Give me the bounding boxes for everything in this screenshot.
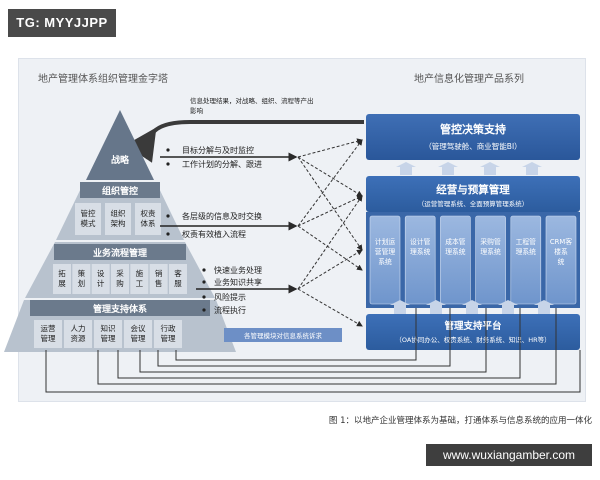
support-item-box [34, 320, 62, 348]
up-arrow-icon [498, 300, 518, 314]
process-item-label: 设计 [97, 268, 105, 288]
module-label: 计划运营管理系统 [375, 237, 396, 266]
process-item-label: 销售 [155, 268, 163, 288]
module-box [475, 215, 506, 305]
module-note: 各管理模块对信息系统诉求 [244, 331, 323, 340]
platform-box [366, 314, 580, 350]
figure-caption: 图 1：以地产企业管理体系为基础，打通体系与信息系统的应用一体化 [328, 416, 592, 426]
org-item-label: 组织架构 [111, 208, 126, 228]
up-arrow-icon [396, 162, 416, 175]
org-item-label: 权责体系 [141, 208, 156, 228]
support-item-label: 运营管理 [41, 323, 56, 343]
support-item-box [64, 320, 92, 348]
support-item-label: 会议管理 [131, 323, 146, 343]
tag-label: TG: MYYJJPP [8, 9, 116, 37]
process-item-label: 施工 [136, 268, 144, 288]
support-item-box [154, 320, 182, 348]
pyramid-process-label: 业务流程管理 [93, 247, 147, 259]
platform-sub: （OA协同办公、权责系统、财务系统、知识、HR等） [395, 335, 550, 344]
process-item-box [91, 264, 110, 294]
module-note-box [224, 328, 342, 342]
org-item-label: 管控模式 [81, 208, 96, 228]
note-3-3: 风险提示 [214, 292, 246, 302]
note-2-2: 权责有效植入流程 [182, 229, 246, 239]
module-label: 设计管理系统 [410, 237, 431, 256]
pyramid-org-label: 组织管控 [102, 185, 138, 197]
up-arrow-icon [480, 162, 500, 175]
decision-box [366, 114, 580, 160]
module-label: 采购管理系统 [480, 237, 501, 256]
process-item-label: 客服 [174, 268, 182, 288]
pyramid-strategy-tier [86, 110, 154, 180]
up-arrow-icon [522, 162, 542, 175]
platform-title: 管理支持平台 [444, 320, 502, 332]
bottom-connectors [45, 308, 581, 393]
pyramid-strategy-label: 战略 [111, 154, 130, 166]
watermark: www.wuxiangamber.com [426, 444, 592, 466]
support-item-label: 人力资源 [71, 323, 86, 343]
up-arrow-icon [426, 300, 446, 314]
middle-notes: 目标分解与及时监控 工作计划的分解、跟进 各层级的信息及时交换 权责有效植入流程… [160, 145, 342, 342]
ops-title: 经营与预算管理 [436, 183, 510, 196]
up-arrow-icon [390, 300, 410, 314]
note-3-1: 快速业务处理 [214, 265, 262, 275]
note-1-1: 目标分解与及时监控 [182, 145, 254, 155]
support-item-box [124, 320, 152, 348]
up-arrow-icon [462, 300, 482, 314]
note-3-2: 业务知识共享 [214, 277, 262, 287]
module-label: 成本管理系统 [445, 237, 466, 256]
up-arrow-icon [438, 162, 458, 175]
process-item-label: 策划 [78, 268, 86, 288]
process-item-box [149, 264, 168, 294]
note-2-1: 各层级的信息及时交换 [182, 211, 262, 221]
module-box [545, 215, 577, 305]
feedback-note-line2: 影响 [190, 106, 204, 115]
module-box [404, 215, 436, 305]
org-item-box [135, 203, 161, 235]
feedback-note-line1: 信息处理结果，对战略、组织、流程等产出 [190, 96, 314, 105]
process-item-label: 采购 [116, 268, 124, 288]
right-stack: 管控决策支持 （管理驾驶舱、商业智能BI） 经营与预算管理 （运营管理系统、全面… [366, 114, 580, 350]
right-title: 地产信息化管理产品系列 [414, 72, 524, 85]
process-item-box [72, 264, 91, 294]
note-3-4: 流程执行 [214, 305, 246, 315]
org-item-box [75, 203, 101, 235]
module-box [440, 215, 471, 305]
support-item-box [94, 320, 122, 348]
org-item-box [105, 203, 131, 235]
feedback-arrow [125, 120, 364, 163]
support-item-label: 知识管理 [101, 323, 116, 343]
pyramid-process-header [54, 244, 186, 260]
process-item-box [53, 264, 71, 294]
note-1-2: 工作计划的分解、跟进 [182, 159, 262, 169]
ops-sub: （运营管理系统、全面预算管理系统） [418, 199, 529, 208]
module-box [369, 215, 401, 305]
process-item-box [111, 264, 129, 294]
tag-bar: TG: MYYJJPP [0, 0, 600, 40]
process-item-label: 拓展 [58, 268, 66, 288]
support-item-label: 行政管理 [161, 323, 176, 343]
module-box [510, 215, 542, 305]
cross-connectors [297, 138, 363, 327]
modules-band [366, 212, 580, 308]
decision-sub: （管理驾驶舱、商业智能BI） [424, 141, 521, 151]
module-label: CRM客楼系统 [550, 237, 572, 266]
ops-box [366, 176, 580, 212]
pyramid-support-label: 管理支持体系 [93, 303, 147, 315]
module-label: 工程管理系统 [516, 237, 537, 256]
pyramid-support-header [30, 300, 210, 316]
process-item-box [130, 264, 149, 294]
decision-title: 管控决策支持 [440, 122, 506, 136]
process-item-box [169, 264, 187, 294]
pyramid-org-header [80, 182, 160, 198]
up-arrow-icon [534, 300, 554, 314]
left-title: 地产管理体系组织管理金字塔 [38, 72, 168, 85]
